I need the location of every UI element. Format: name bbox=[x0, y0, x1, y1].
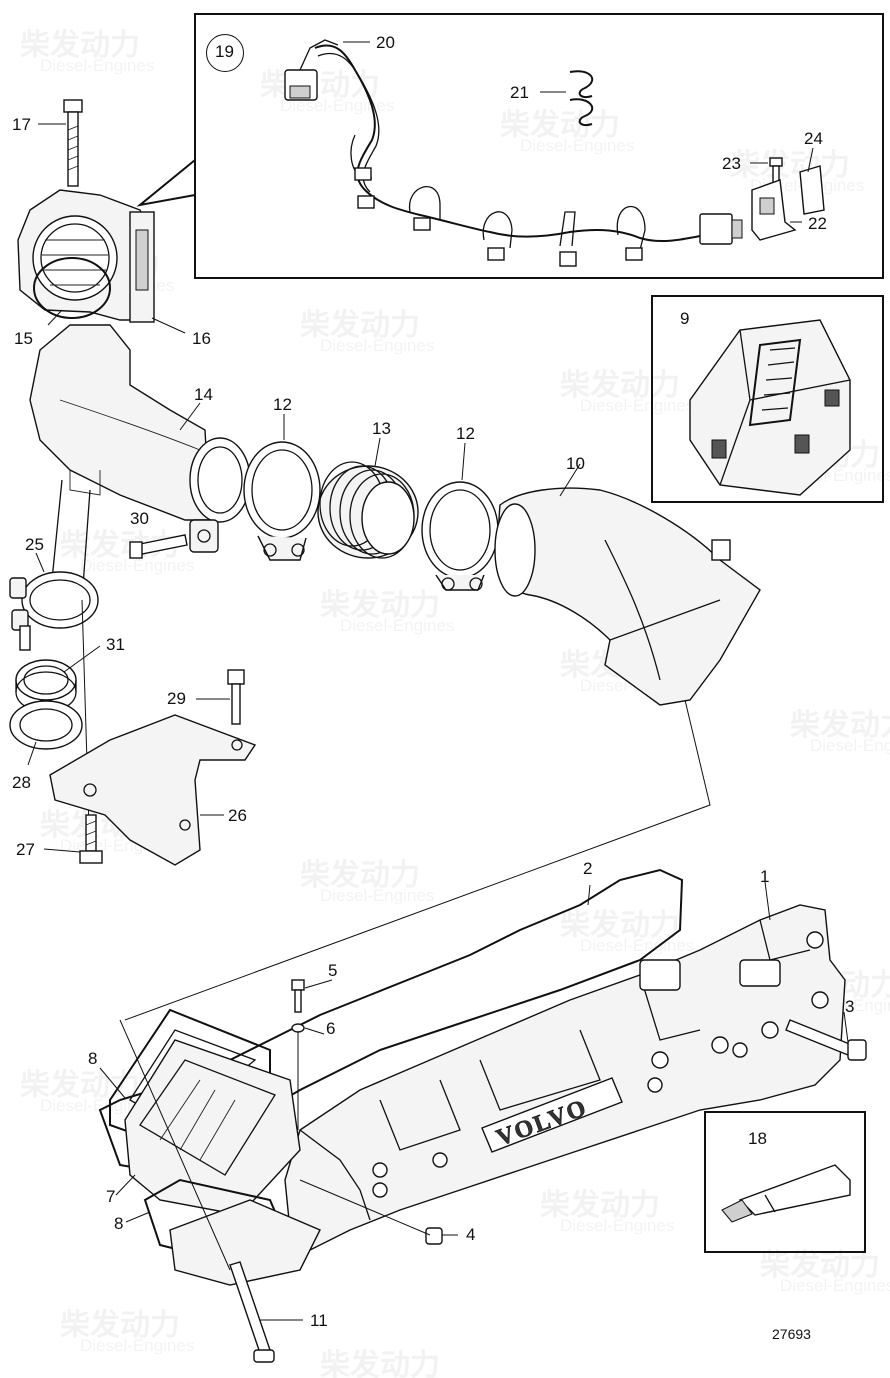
label-4: 4 bbox=[466, 1225, 476, 1244]
bracket-26 bbox=[49, 714, 257, 866]
label-19: 19 bbox=[215, 42, 234, 61]
label-18: 18 bbox=[748, 1129, 767, 1148]
clamp-12a bbox=[243, 441, 321, 561]
adapter-7 bbox=[124, 1039, 301, 1216]
label-26: 26 bbox=[228, 806, 247, 825]
washer-6 bbox=[291, 1023, 305, 1033]
bolt-17 bbox=[63, 99, 83, 113]
bellows-hose-13 bbox=[317, 461, 419, 559]
label-6: 6 bbox=[326, 1019, 336, 1038]
bolt-29 bbox=[227, 669, 245, 685]
label-27: 27 bbox=[16, 840, 35, 859]
label-13: 13 bbox=[372, 419, 391, 438]
label-29: 29 bbox=[167, 689, 186, 708]
ring-28 bbox=[9, 700, 83, 750]
label-12a: 12 bbox=[273, 395, 292, 414]
inset-box-connector bbox=[651, 295, 884, 503]
label-1: 1 bbox=[760, 867, 770, 886]
seal-31 bbox=[15, 659, 77, 713]
label-8a: 8 bbox=[88, 1049, 98, 1068]
v-clamp-25 bbox=[9, 571, 99, 651]
sealant-tube bbox=[738, 1164, 851, 1216]
bolt-4 bbox=[425, 1227, 443, 1245]
inset-box-sealant bbox=[704, 1111, 866, 1253]
label-8b: 8 bbox=[114, 1214, 124, 1233]
intake-manifold-1 bbox=[284, 904, 846, 1251]
screw-5 bbox=[291, 979, 305, 991]
label-24: 24 bbox=[804, 129, 823, 148]
label-31: 31 bbox=[106, 635, 125, 654]
label-14: 14 bbox=[194, 385, 213, 404]
label-23: 23 bbox=[722, 154, 741, 173]
connector-block bbox=[689, 319, 851, 496]
callout-circle-19 bbox=[206, 34, 244, 72]
label-12b: 12 bbox=[456, 424, 475, 443]
label-22: 22 bbox=[808, 214, 827, 233]
label-15: 15 bbox=[14, 329, 33, 348]
bolt-30 bbox=[134, 534, 188, 556]
label-9: 9 bbox=[680, 309, 690, 328]
drawing-number: 27693 bbox=[772, 1326, 811, 1342]
inset-box-harness bbox=[194, 13, 884, 279]
label-25: 25 bbox=[25, 535, 44, 554]
label-5: 5 bbox=[328, 961, 338, 980]
label-16: 16 bbox=[192, 329, 211, 348]
label-3: 3 bbox=[845, 997, 855, 1016]
label-11: 11 bbox=[310, 1311, 328, 1330]
clamp-12b bbox=[421, 481, 499, 591]
label-10: 10 bbox=[566, 454, 585, 473]
clip-24 bbox=[799, 165, 825, 215]
label-20: 20 bbox=[376, 33, 395, 52]
label-2: 2 bbox=[583, 859, 593, 878]
label-21: 21 bbox=[510, 83, 529, 102]
harness-end-connector bbox=[699, 213, 733, 245]
clip-21 bbox=[569, 70, 594, 98]
intake-elbow-10 bbox=[498, 487, 761, 706]
label-28: 28 bbox=[12, 773, 31, 792]
volvo-logo-plate bbox=[481, 1077, 623, 1153]
intake-pipe-14 bbox=[29, 324, 211, 521]
label-7: 7 bbox=[106, 1187, 116, 1206]
label-30: 30 bbox=[130, 509, 149, 528]
label-17: 17 bbox=[12, 115, 31, 134]
wiring-harness bbox=[314, 44, 731, 243]
gasket-15 bbox=[33, 257, 111, 319]
